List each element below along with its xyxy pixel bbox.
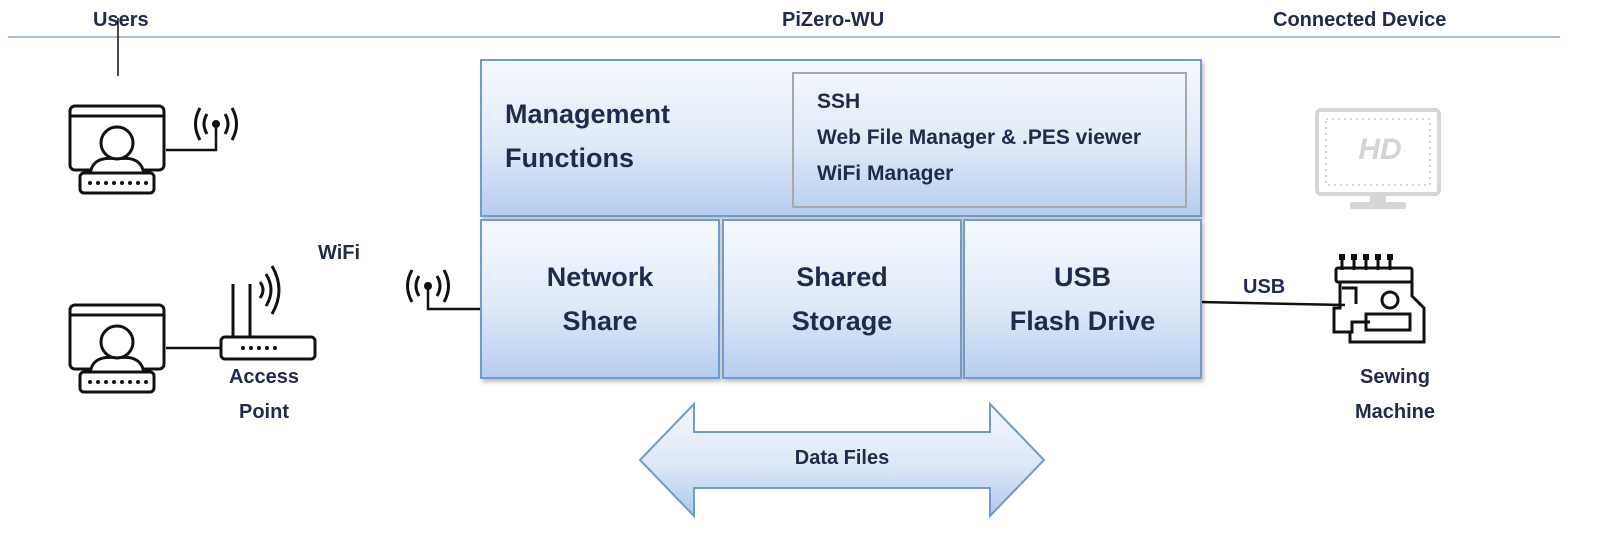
shared-storage-label: Shared Storage: [792, 255, 893, 343]
header-pizero: PiZero-WU: [782, 9, 885, 31]
usb-flash-drive-line2: Flash Drive: [1009, 306, 1156, 336]
hd-monitor-icon: [1315, 108, 1441, 209]
management-title-line1: Management: [505, 99, 671, 129]
management-title: Management Functions: [505, 92, 670, 180]
wifi-antenna-icon: [406, 269, 450, 303]
usb-flash-drive-line1: USB: [1053, 262, 1111, 292]
network-share-line1: Network: [546, 262, 654, 292]
user-computer-icon: [68, 104, 166, 195]
function-item-web-file-manager: Web File Manager & .PES viewer: [817, 126, 1142, 149]
network-share-label: Network Share: [547, 255, 654, 343]
hd-badge-text: HD: [1358, 133, 1402, 166]
network-share-box: Network Share: [480, 219, 720, 379]
network-share-line2: Share: [562, 306, 638, 336]
shared-storage-box: Shared Storage: [722, 219, 962, 379]
usb-connection-label: USB: [1243, 276, 1286, 298]
wifi-antenna-icon: [194, 107, 238, 141]
data-files-label: Data Files: [794, 447, 890, 469]
management-function-list: SSH Web File Manager & .PES viewer WiFi …: [792, 72, 1187, 208]
function-item-wifi-manager: WiFi Manager: [817, 162, 954, 185]
management-title-line2: Functions: [505, 143, 634, 173]
access-point-label-line2: Point: [239, 401, 289, 423]
usb-flash-drive-box: USB Flash Drive: [963, 219, 1202, 379]
header-divider: [8, 36, 1560, 38]
header-connected-device: Connected Device: [1273, 9, 1447, 31]
sewing-machine-label-line1: Sewing: [1359, 366, 1430, 388]
management-functions-box: Management Functions SSH Web File Manage…: [480, 59, 1202, 217]
function-item-ssh: SSH: [817, 90, 861, 113]
sewing-machine-label: Sewing Machine: [1340, 360, 1450, 430]
sewing-machine-icon: [1332, 254, 1426, 344]
access-point-router-icon: [219, 265, 317, 361]
usb-flash-drive-label: USB Flash Drive: [1010, 255, 1156, 343]
shared-storage-line2: Storage: [791, 306, 893, 336]
user-computer-icon: [68, 303, 166, 394]
sewing-machine-label-line2: Machine: [1354, 401, 1436, 423]
access-point-label-line1: Access: [228, 366, 300, 388]
access-point-label: Access Point: [214, 360, 314, 430]
shared-storage-line1: Shared: [796, 262, 888, 292]
wifi-label: WiFi: [318, 242, 361, 264]
header-users: Users: [93, 9, 149, 31]
